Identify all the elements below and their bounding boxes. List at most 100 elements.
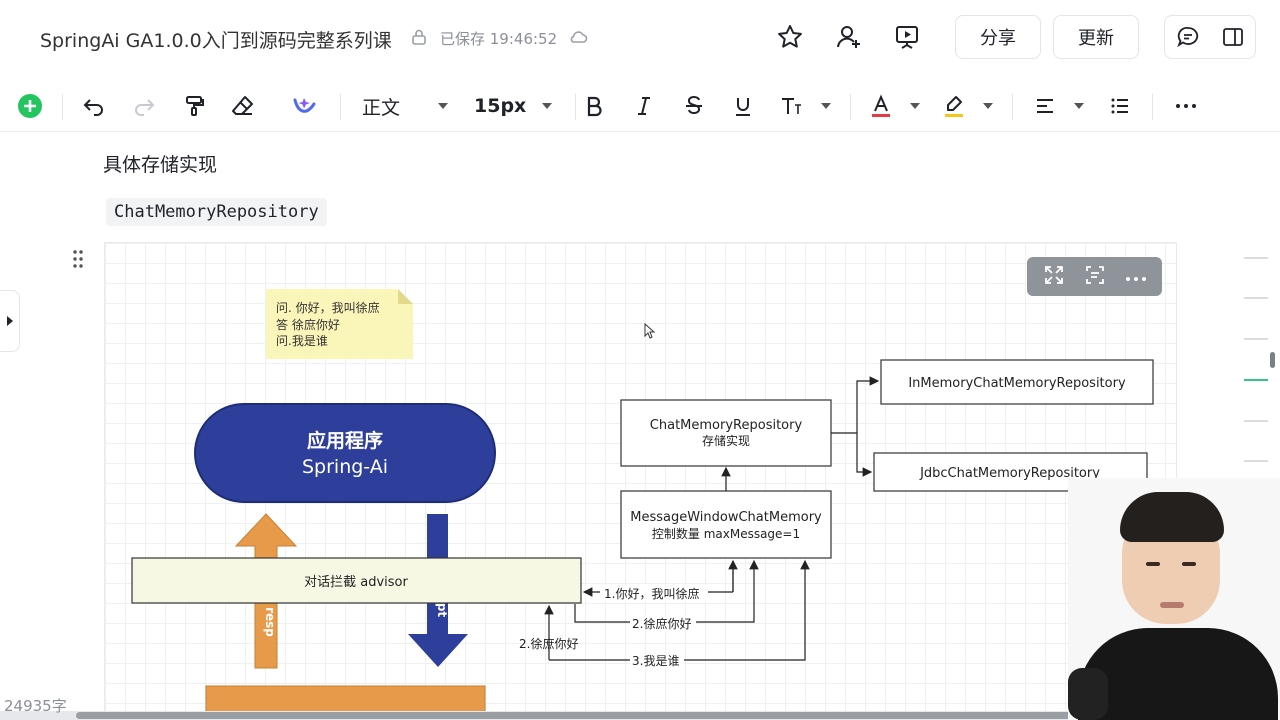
lock-icon bbox=[412, 29, 426, 45]
paragraph-style-select[interactable]: 正文 bbox=[362, 92, 448, 120]
align-icon bbox=[1037, 99, 1053, 113]
present-button[interactable] bbox=[892, 22, 922, 52]
chevron-down-icon bbox=[821, 103, 831, 109]
message-1-label: 1.你好，我叫徐庶 bbox=[604, 586, 699, 601]
underline-button[interactable] bbox=[729, 92, 757, 120]
microphone bbox=[1068, 668, 1108, 720]
bold-button[interactable] bbox=[580, 92, 608, 120]
toolbar-divider bbox=[575, 94, 576, 120]
repository-title: ChatMemoryRepository bbox=[650, 418, 803, 433]
expand-canvas-button[interactable] bbox=[1043, 264, 1065, 290]
inmemory-repository-node[interactable]: InMemoryChatMemoryRepository bbox=[880, 359, 1154, 405]
format-painter-button[interactable] bbox=[180, 92, 208, 120]
message-2-label: 2.徐庶你好 bbox=[632, 616, 691, 631]
comment-icon bbox=[1176, 27, 1198, 48]
eraser-icon bbox=[232, 96, 253, 115]
star-button[interactable] bbox=[775, 22, 805, 52]
horizontal-scrollbar-thumb[interactable] bbox=[76, 712, 1226, 719]
header-bar: SpringAi GA1.0.0入门到源码完整系列课 已保存 19:46:52 … bbox=[0, 0, 1280, 76]
outline-marker[interactable] bbox=[1244, 297, 1268, 299]
chevron-down-icon bbox=[542, 103, 552, 109]
add-collaborator-button[interactable] bbox=[834, 22, 864, 52]
outline-marker-active[interactable] bbox=[1244, 379, 1268, 381]
list-button[interactable] bbox=[1106, 92, 1134, 120]
message-window-title: MessageWindowChatMemory bbox=[630, 510, 822, 525]
cloud-icon bbox=[570, 31, 588, 43]
toolbar-divider bbox=[1012, 94, 1013, 120]
sidebar-toggle-button[interactable] bbox=[1210, 16, 1255, 58]
canvas-toolbar bbox=[1027, 257, 1162, 296]
font-color-icon bbox=[872, 94, 890, 117]
word-count: 24935字 bbox=[4, 697, 67, 715]
mouse-cursor-icon bbox=[644, 322, 656, 339]
outline-expand-button[interactable] bbox=[0, 290, 20, 352]
highlight-button[interactable] bbox=[943, 92, 993, 120]
inmemory-label: InMemoryChatMemoryRepository bbox=[908, 376, 1126, 391]
italic-button[interactable] bbox=[630, 92, 658, 120]
insert-button[interactable] bbox=[16, 92, 44, 120]
toolbar-divider bbox=[1152, 94, 1153, 120]
drag-handle-icon[interactable] bbox=[70, 248, 86, 270]
undo-icon bbox=[83, 99, 103, 116]
redo-button[interactable] bbox=[130, 92, 158, 120]
strikethrough-icon bbox=[686, 95, 702, 115]
document-title[interactable]: SpringAi GA1.0.0入门到源码完整系列课 bbox=[40, 30, 392, 52]
chevron-down-icon bbox=[983, 103, 993, 109]
canvas-more-button[interactable] bbox=[1125, 267, 1147, 286]
bold-icon bbox=[587, 96, 602, 117]
toolbar-divider bbox=[340, 94, 341, 120]
note-line-1: 问. 你好，我叫徐庶 bbox=[276, 300, 380, 315]
expand-icon bbox=[1044, 265, 1063, 284]
sticky-note[interactable]: 问. 你好，我叫徐庶 答 徐庶你好 问.我是谁 bbox=[266, 289, 413, 359]
message-window-memory-node[interactable]: MessageWindowChatMemory 控制数量 maxMessage=… bbox=[620, 490, 832, 559]
font-color-button[interactable] bbox=[870, 92, 920, 120]
font-size-select[interactable]: 15px bbox=[474, 92, 552, 120]
toolbar-divider bbox=[850, 94, 851, 120]
undo-button[interactable] bbox=[80, 92, 108, 120]
update-button[interactable]: 更新 bbox=[1053, 15, 1139, 59]
outline-marker[interactable] bbox=[1244, 338, 1268, 340]
share-button[interactable]: 分享 bbox=[955, 15, 1041, 59]
chevron-right-icon bbox=[6, 316, 13, 326]
fit-icon bbox=[1085, 265, 1104, 284]
presenter-mouth bbox=[1160, 602, 1184, 608]
advisor-node[interactable]: 对话拦截 advisor bbox=[131, 557, 582, 604]
add-user-icon bbox=[837, 26, 860, 48]
presenter-hair bbox=[1120, 492, 1224, 542]
comments-button[interactable] bbox=[1165, 16, 1210, 58]
ai-assistant-icon bbox=[293, 98, 316, 113]
outline-marker[interactable] bbox=[1244, 257, 1268, 259]
chevron-down-icon bbox=[910, 103, 920, 109]
save-status: 已保存 19:46:52 bbox=[440, 30, 558, 48]
editor-toolbar: 正文 15px bbox=[0, 80, 1280, 132]
ai-assistant-button[interactable] bbox=[290, 92, 320, 120]
list-icon bbox=[1111, 98, 1128, 114]
note-line-2: 答 徐庶你好 bbox=[276, 317, 340, 332]
present-icon bbox=[896, 26, 918, 49]
more-text-style-button[interactable] bbox=[779, 92, 831, 120]
fit-canvas-button[interactable] bbox=[1084, 264, 1106, 290]
chevron-down-icon bbox=[1074, 103, 1084, 109]
outline-marker[interactable] bbox=[1244, 460, 1268, 462]
chat-memory-repository-node[interactable]: ChatMemoryRepository 存储实现 bbox=[620, 399, 832, 467]
toolbar-divider bbox=[62, 94, 63, 120]
advisor-label: 对话拦截 advisor bbox=[304, 575, 408, 590]
font-size-value: 15px bbox=[474, 95, 527, 117]
italic-icon bbox=[638, 97, 650, 115]
vertical-scrollbar[interactable] bbox=[1270, 352, 1275, 368]
strikethrough-button[interactable] bbox=[680, 92, 708, 120]
add-icon bbox=[18, 94, 42, 118]
outline-marker[interactable] bbox=[1244, 420, 1268, 422]
redo-icon bbox=[135, 99, 155, 116]
align-button[interactable] bbox=[1034, 92, 1084, 120]
clear-format-button[interactable] bbox=[229, 92, 257, 120]
app-title: 应用程序 bbox=[307, 429, 383, 452]
header-view-group bbox=[1164, 15, 1256, 59]
more-text-icon bbox=[782, 98, 801, 114]
response-label: resp bbox=[263, 607, 277, 637]
paragraph-style-value: 正文 bbox=[362, 96, 401, 119]
application-node[interactable]: 应用程序 Spring-Ai bbox=[194, 403, 496, 503]
more-toolbar-button[interactable] bbox=[1172, 92, 1200, 120]
webcam-overlay bbox=[1068, 478, 1280, 720]
connector-labels: 1.你好，我叫徐庶 2.徐庶你好 2.徐庶你好 3.我是谁 bbox=[519, 585, 708, 669]
